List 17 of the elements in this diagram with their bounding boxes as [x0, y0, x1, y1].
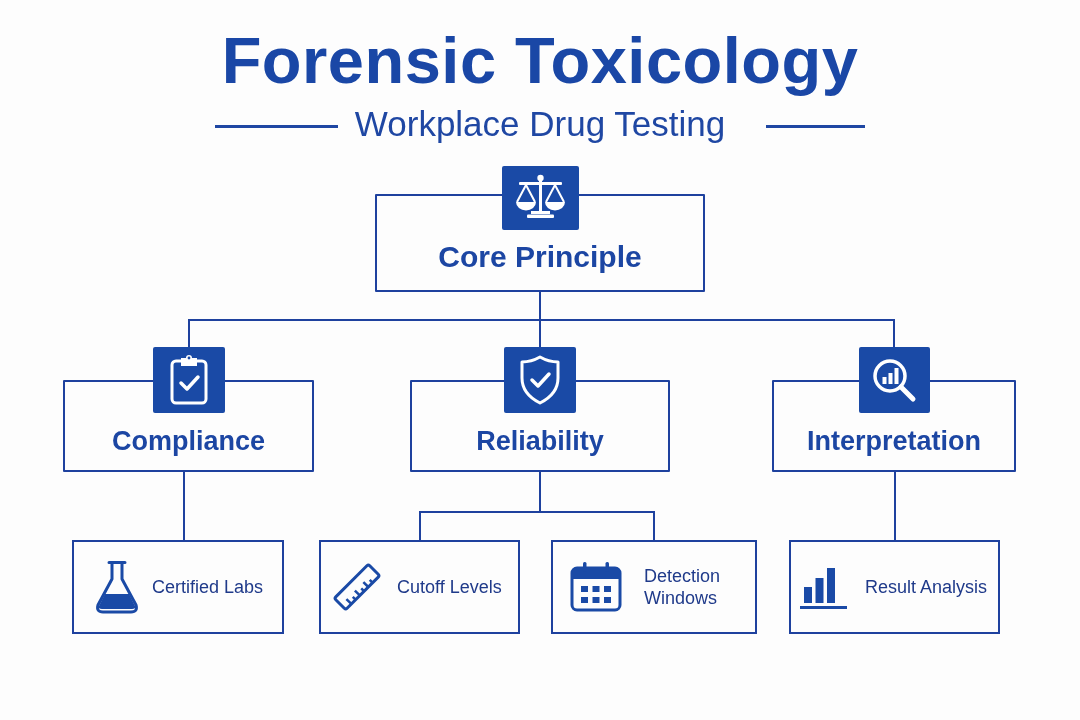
node-title: Reliability	[476, 424, 604, 458]
diagram-title: Forensic Toxicology	[221, 24, 859, 98]
node-title: Core Principle	[438, 239, 642, 275]
connector-line	[894, 471, 896, 541]
item-box	[319, 540, 520, 634]
node-title: Compliance	[111, 424, 265, 458]
node-title: Interpretation	[807, 424, 981, 458]
item-box	[789, 540, 1000, 634]
connector-line	[539, 471, 655, 541]
connector-line	[183, 471, 185, 541]
node-label: Certified Labs	[152, 576, 264, 598]
subtitle: Workplace Drug Testing	[354, 104, 726, 144]
item-box	[72, 540, 284, 634]
node-label: Detection Windows	[644, 565, 722, 609]
node-label: Result Analysis	[865, 576, 988, 598]
node-label: Cutoff Levels	[397, 576, 502, 598]
item-box	[551, 540, 757, 634]
